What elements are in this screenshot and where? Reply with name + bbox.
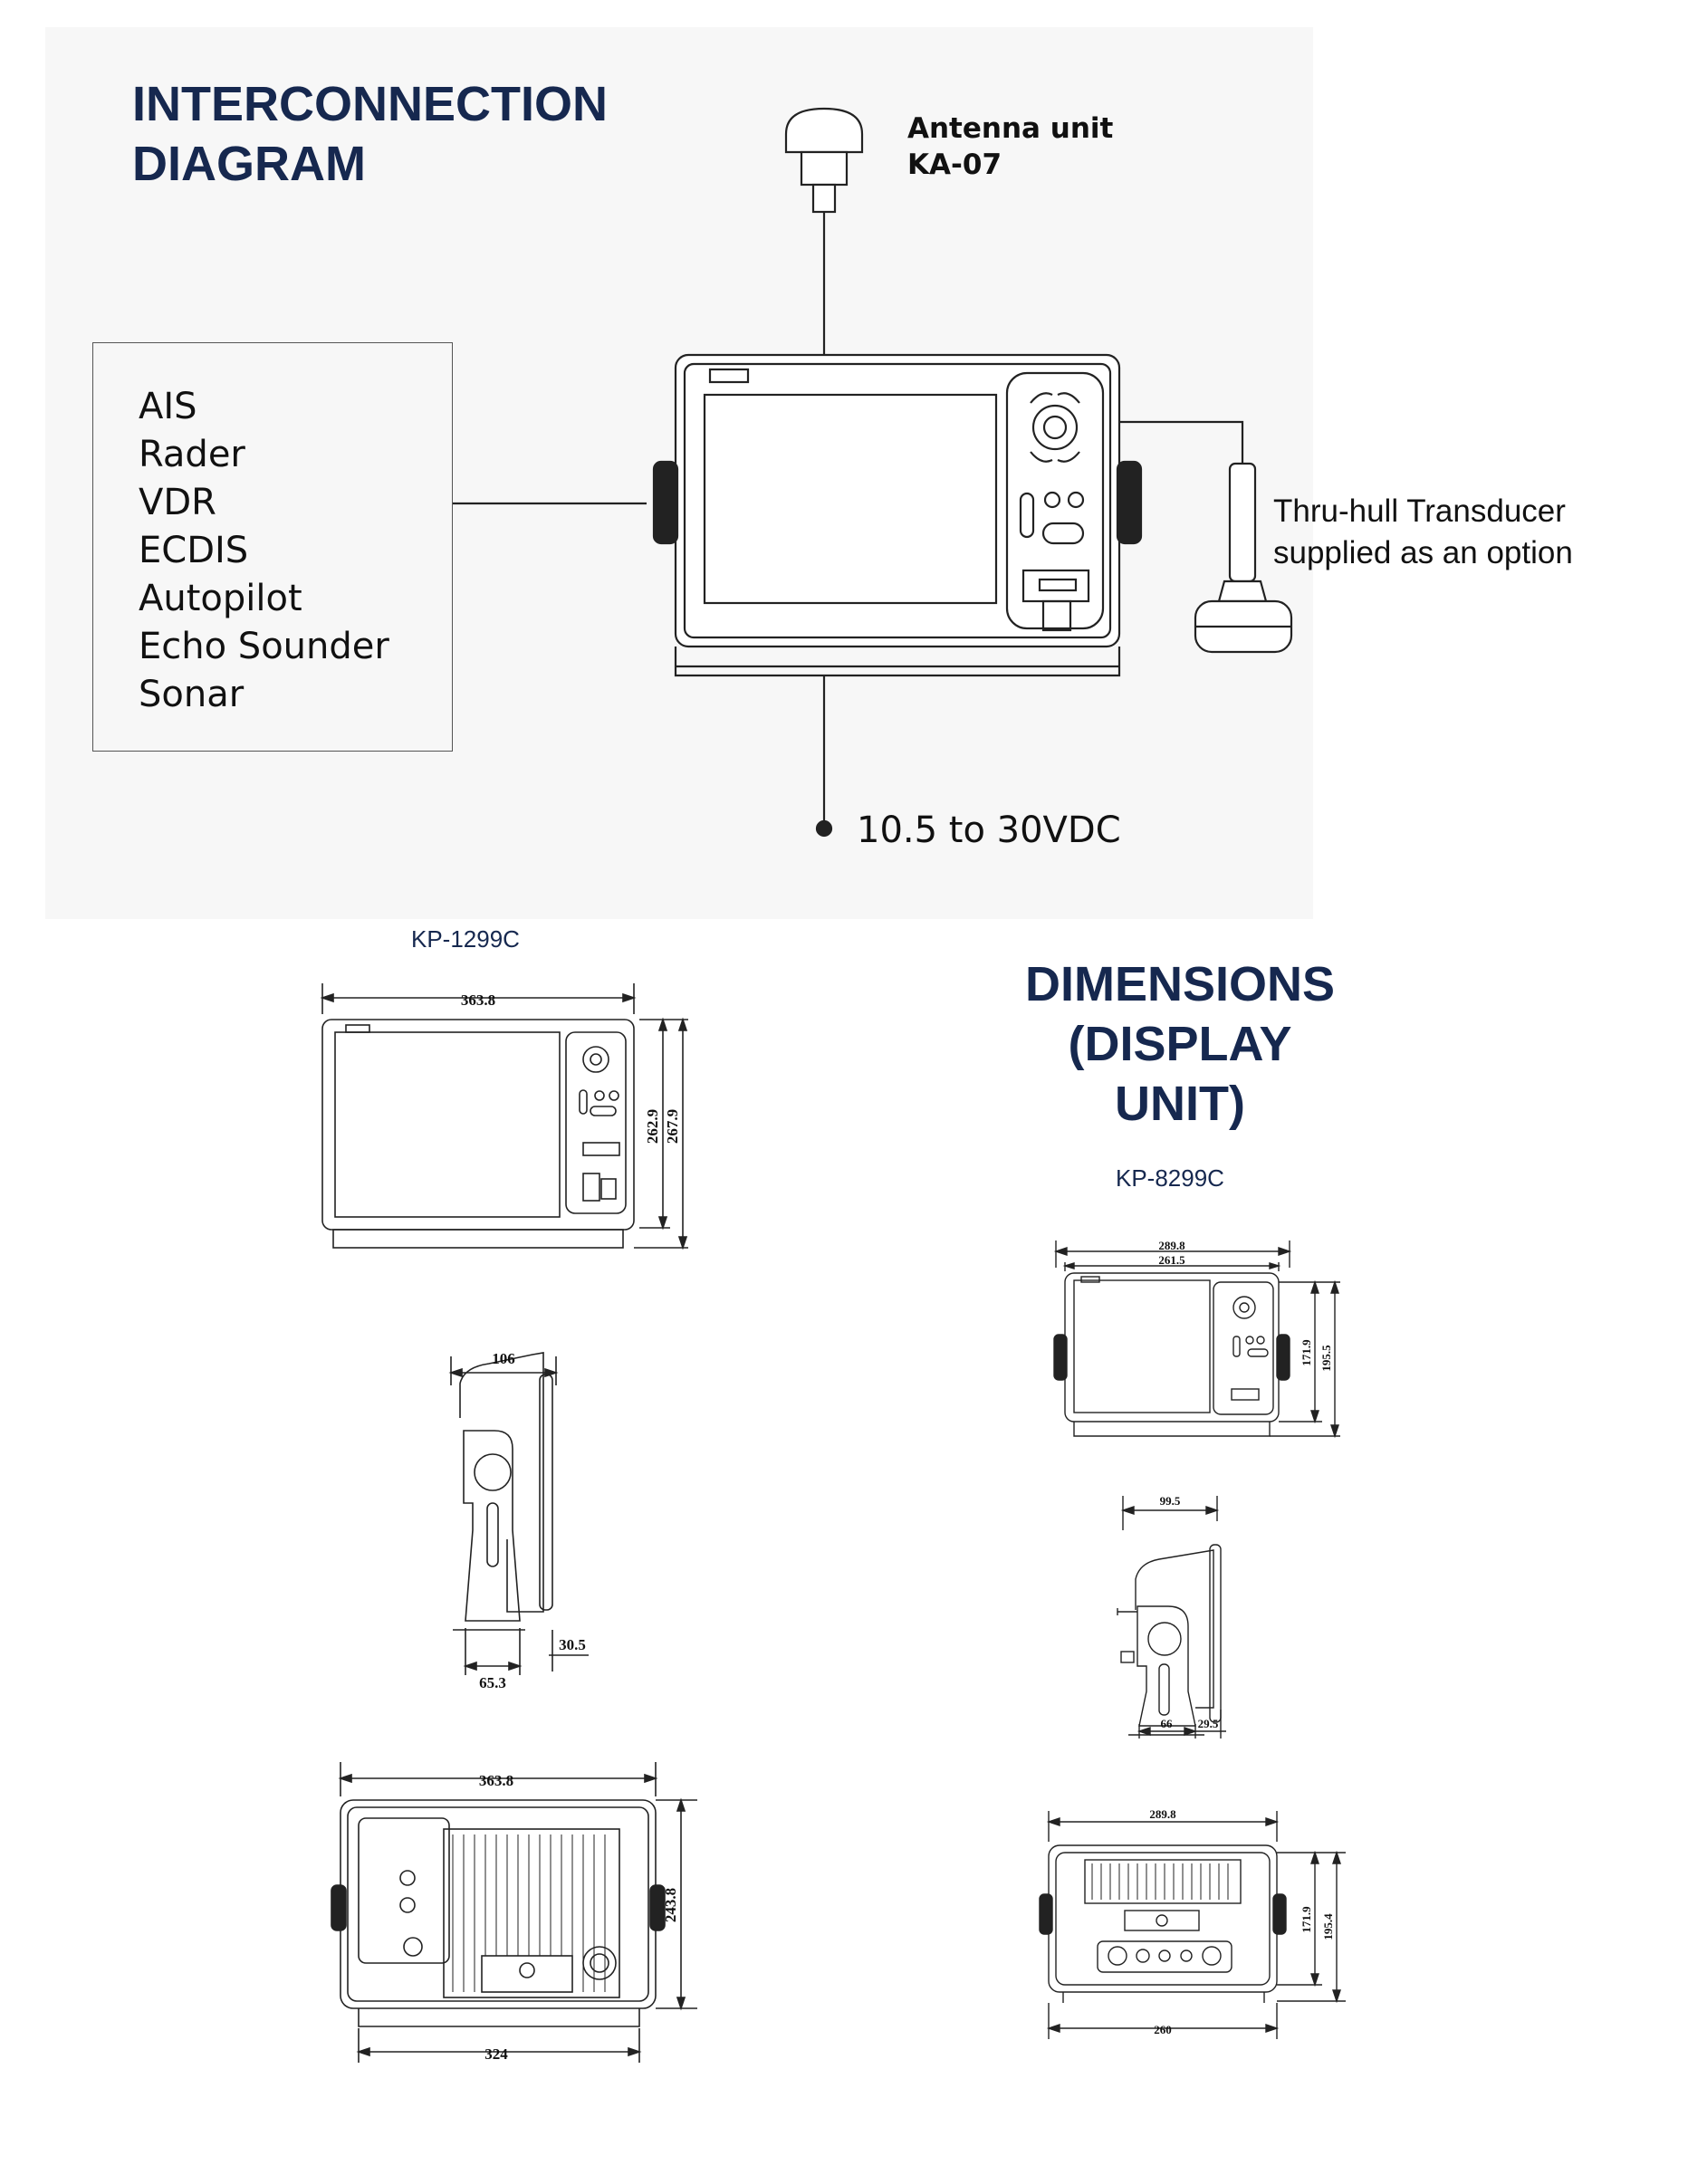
device-autopilot: Autopilot <box>139 578 302 619</box>
transducer-icon <box>1194 462 1293 654</box>
device-radar: Rader <box>139 434 245 475</box>
kp1299c-rear-width: 363.8 <box>479 1772 513 1789</box>
kp1299c-front-view <box>320 983 688 1250</box>
kp1299c-side-view <box>448 1352 589 1675</box>
kp1299c-rear-base-width: 324 <box>484 2045 508 2063</box>
kp1299c-side-base: 65.3 <box>479 1674 506 1691</box>
antenna-label-line2: KA-07 <box>907 148 1002 181</box>
interconnection-title-line1: INTERCONNECTION <box>132 77 608 131</box>
transducer-label: Thru-hull Transducer supplied as an opti… <box>1273 491 1573 574</box>
kp1299c-side-offset: 30.5 <box>559 1636 586 1653</box>
dimensions-title-line1: DIMENSIONS <box>1024 957 1336 1011</box>
kp8299c-front-width-inner: 261.5 <box>1158 1253 1185 1267</box>
kp8299c-front-height-outer: 195.5 <box>1319 1345 1333 1372</box>
kp1299c-rear-view <box>331 1762 697 2063</box>
device-sonar: Sonar <box>139 674 245 715</box>
transducer-label-line2: supplied as an option <box>1273 535 1573 570</box>
power-terminal-icon <box>815 819 833 838</box>
kp8299c-side-view <box>1117 1496 1226 1739</box>
antenna-unit-icon <box>784 107 864 214</box>
kp8299c-side-offset: 29.5 <box>1198 1717 1219 1730</box>
kp1299c-side-depth: 106 <box>492 1350 515 1367</box>
antenna-label-line1: Antenna unit <box>907 112 1114 145</box>
connected-devices-box: AIS Rader VDR ECDIS Autopilot Echo Sound… <box>92 342 453 752</box>
kp1299c-front-height-outer: 267.9 <box>664 1109 681 1144</box>
connected-devices-list: AIS Rader VDR ECDIS Autopilot Echo Sound… <box>93 343 452 719</box>
kp8299c-rear-base-width: 260 <box>1154 2023 1172 2036</box>
kp8299c-rear-view <box>1039 1811 1346 2039</box>
transducer-label-line1: Thru-hull Transducer <box>1273 493 1566 529</box>
kp1299c-front-height-inner: 262.9 <box>644 1109 661 1144</box>
kp8299c-front-width-outer: 289.8 <box>1158 1239 1185 1252</box>
kp8299c-front-height-inner: 171.9 <box>1300 1339 1313 1366</box>
device-echo-sounder: Echo Sounder <box>139 626 389 667</box>
kp8299c-side-depth: 99.5 <box>1160 1494 1181 1508</box>
display-unit-icon <box>652 353 1143 677</box>
transducer-cable <box>1119 420 1244 464</box>
kp1299c-model-label: KP-1299C <box>411 925 520 953</box>
kp8299c-rear-width: 289.8 <box>1149 1807 1176 1821</box>
kp8299c-front-view <box>1053 1240 1340 1439</box>
dimensions-title-line2: (DISPLAY UNIT) <box>1068 1017 1292 1131</box>
interconnection-title: INTERCONNECTION DIAGRAM <box>132 74 608 194</box>
kp8299c-rear-height-inner: 171.9 <box>1300 1906 1313 1933</box>
kp1299c-rear-height: 243.8 <box>662 1888 679 1922</box>
antenna-label: Antenna unit KA-07 <box>907 110 1113 183</box>
kp8299c-side-base: 66 <box>1161 1717 1174 1730</box>
dimensions-title: DIMENSIONS (DISPLAY UNIT) <box>1003 954 1357 1134</box>
interconnection-title-line2: DIAGRAM <box>132 137 366 191</box>
device-ais: AIS <box>139 386 197 427</box>
device-vdr: VDR <box>139 482 216 523</box>
power-label: 10.5 to 30VDC <box>857 809 1121 851</box>
kp1299c-front-width: 363.8 <box>461 991 495 1009</box>
kp8299c-model-label: KP-8299C <box>1116 1164 1224 1192</box>
kp8299c-rear-height-outer: 195.4 <box>1321 1913 1335 1940</box>
device-ecdis: ECDIS <box>139 530 249 571</box>
